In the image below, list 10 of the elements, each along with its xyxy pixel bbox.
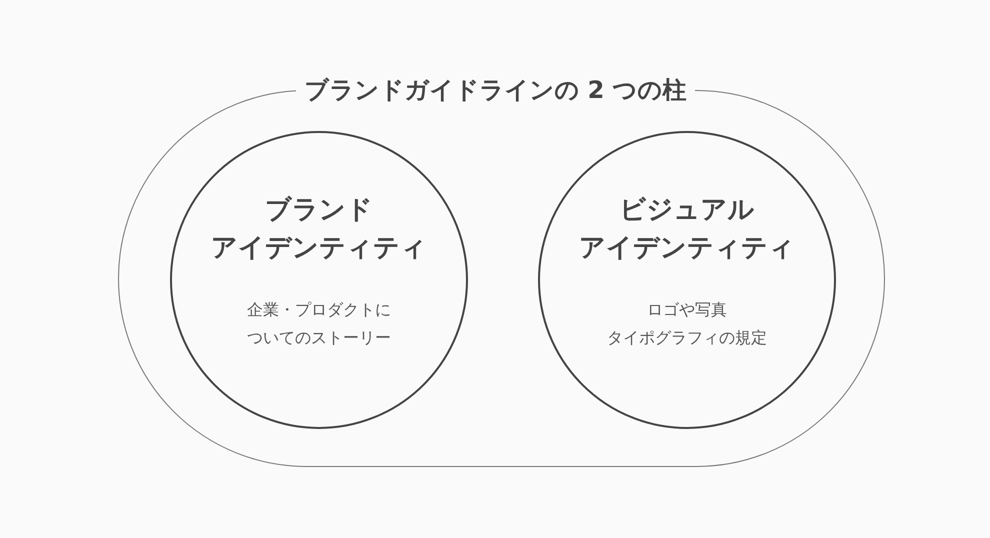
circle-heading: ブランド bbox=[265, 194, 373, 227]
circle-text: タイポグラフィの規定 bbox=[607, 327, 767, 349]
circle-text: ついてのストーリー bbox=[247, 327, 391, 349]
circle-heading: ビジュアル bbox=[620, 194, 754, 227]
circle-heading: アイデンティティ bbox=[211, 232, 427, 265]
circle bbox=[170, 131, 468, 429]
circle-text: ロゴや写真 bbox=[647, 299, 727, 321]
circle-text: 企業・プロダクトに bbox=[247, 299, 391, 321]
circle bbox=[538, 131, 836, 429]
circle-heading: アイデンティティ bbox=[579, 232, 795, 265]
